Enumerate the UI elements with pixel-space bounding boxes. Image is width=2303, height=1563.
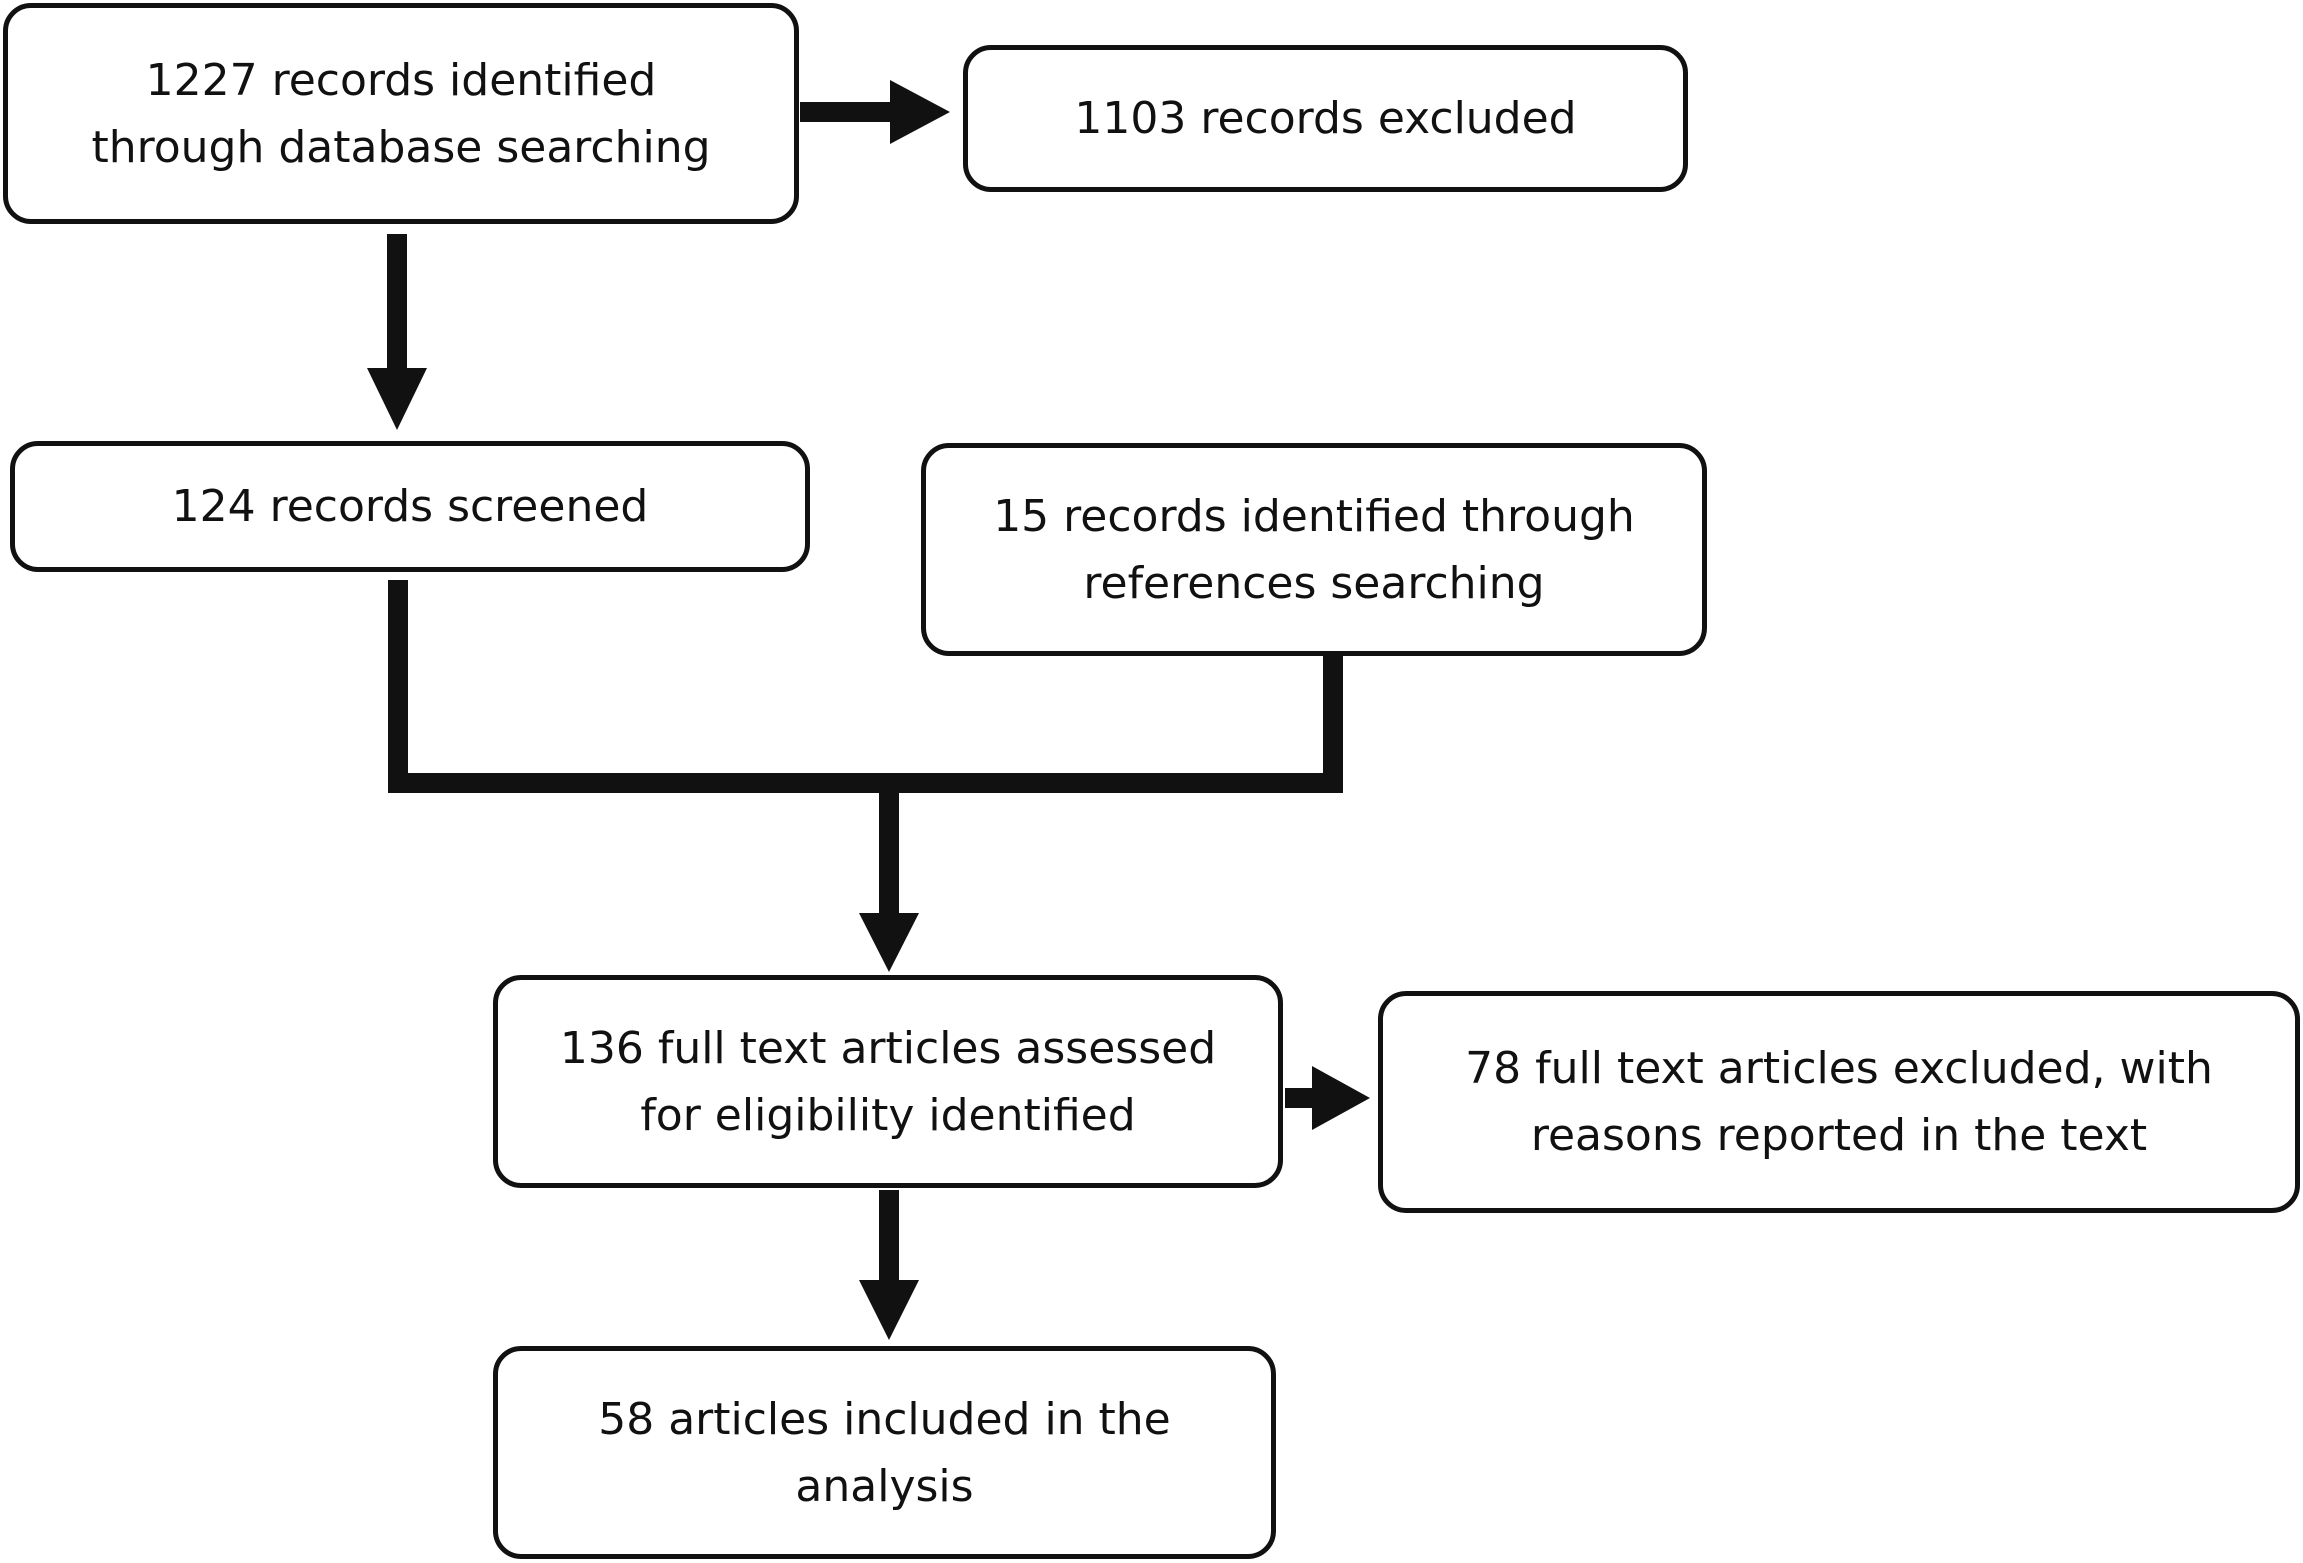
- records-identified-box: 1227 records identified through database…: [3, 3, 799, 224]
- fulltext-assessed-text: 136 full text articles assessed for elig…: [559, 1022, 1217, 1141]
- fulltext-excluded-text: 78 full text articles excluded, with rea…: [1465, 1043, 2213, 1161]
- references-search-box: 15 records identified through references…: [921, 443, 1707, 656]
- references-search-text: 15 records identified through references…: [993, 490, 1635, 609]
- arrow-fulltext-to-included: [859, 1190, 919, 1340]
- records-excluded-text: 1103 records excluded: [1074, 93, 1577, 144]
- fulltext-assessed-box: 136 full text articles assessed for elig…: [493, 975, 1283, 1188]
- arrow-identified-to-screened: [367, 234, 427, 430]
- records-excluded-box: 1103 records excluded: [963, 45, 1688, 192]
- merge-connector: [388, 580, 1343, 793]
- articles-included-box: 58 articles included in the analysis: [493, 1346, 1276, 1559]
- records-screened-box: 124 records screened: [10, 441, 810, 572]
- arrow-fulltext-to-excluded: [1285, 1066, 1370, 1130]
- records-screened-text: 124 records screened: [171, 481, 649, 532]
- articles-included-text: 58 articles included in the analysis: [598, 1393, 1171, 1512]
- arrow-merge-to-fulltext: [859, 790, 919, 972]
- arrow-identified-to-excluded: [800, 80, 950, 144]
- records-identified-text: 1227 records identified through database…: [91, 54, 711, 173]
- fulltext-excluded-box: 78 full text articles excluded, with rea…: [1378, 991, 2300, 1213]
